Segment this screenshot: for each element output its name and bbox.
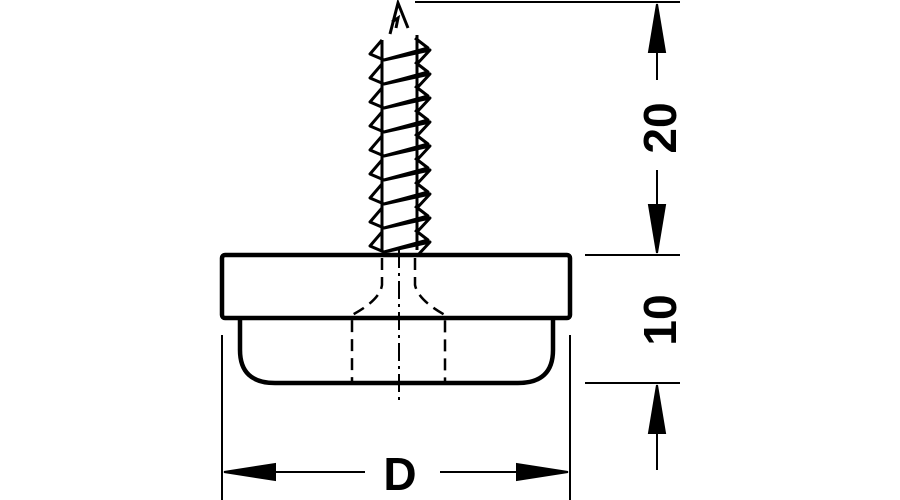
diameter-label: D: [383, 448, 416, 500]
base-top-plate: [219, 252, 573, 321]
screw: [368, 35, 432, 258]
height-dimensions: [415, 1, 680, 470]
base-glide: [237, 318, 556, 386]
screw-thread: [368, 35, 432, 258]
base-height-label: 10: [634, 294, 686, 345]
hidden-lines: [350, 258, 447, 383]
screw-length-label: 20: [634, 102, 686, 153]
screw-tip: [388, 0, 410, 35]
diameter-dimension: [221, 335, 571, 500]
